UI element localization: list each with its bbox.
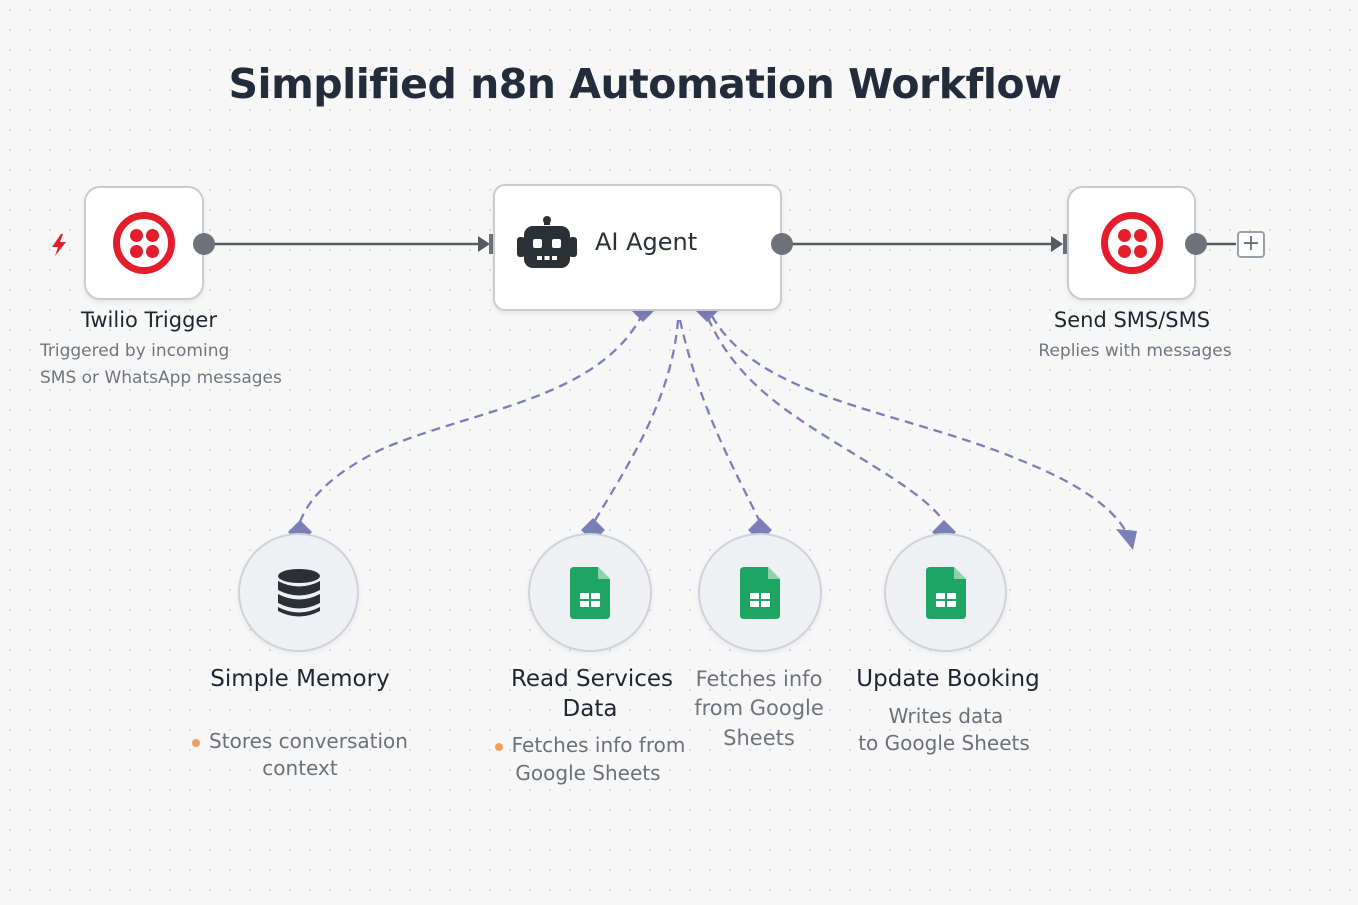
database-icon: [277, 568, 320, 616]
trigger-node-desc-line2: SMS or WhatsApp messages: [40, 368, 282, 388]
google-sheets-icon: [570, 566, 610, 619]
twilio-icon: [1100, 212, 1163, 274]
trigger-lightning-icon: [50, 233, 68, 257]
trigger-output-handle[interactable]: [193, 233, 215, 255]
fetch-desc-line1: Fetches info: [695, 667, 823, 691]
google-sheets-icon: [740, 566, 780, 619]
send-output-handle[interactable]: [1185, 233, 1207, 255]
fetch-sheets-node[interactable]: [698, 533, 822, 652]
update-booking-desc-line1: Writes data: [888, 704, 1004, 728]
bullet-dot: [192, 738, 201, 747]
ai-agent-node[interactable]: AI Agent: [493, 184, 782, 311]
read-services-desc-text: Fetches info from: [511, 733, 686, 757]
connection-agent-to-update-booking: [706, 317, 945, 523]
simple-memory-name: Simple Memory: [210, 666, 390, 692]
send-node-desc: Replies with messages: [1038, 341, 1232, 361]
simple-memory-node[interactable]: [238, 533, 359, 652]
twilio-icon: [113, 212, 175, 274]
arrowhead-extra-connection: [1116, 529, 1137, 550]
fetch-desc-line2: from Google: [694, 696, 824, 720]
connection-agent-to-extra: [711, 315, 1126, 531]
connection-agent-to-memory: [298, 312, 645, 523]
trigger-node-desc-line1: Triggered by incoming: [40, 341, 230, 361]
google-sheets-icon: [925, 566, 966, 619]
arrowhead-agent-input: [478, 236, 490, 252]
read-services-desc-line2: Google Sheets: [515, 761, 661, 785]
robot-icon: [515, 216, 579, 272]
send-node-name: Send SMS/SMS: [1053, 308, 1211, 332]
connection-agent-to-fetch: [678, 319, 762, 523]
read-services-desc-line1: Fetches info from: [470, 731, 710, 759]
update-booking-desc-line2: to Google Sheets: [858, 731, 1030, 755]
twilio-trigger-node[interactable]: [84, 186, 204, 300]
read-services-name-line2: Data: [562, 696, 618, 722]
fetch-desc-line3: Sheets: [723, 726, 795, 750]
trigger-node-name: Twilio Trigger: [81, 308, 217, 332]
page-title: Simplified n8n Automation Workflow: [228, 60, 1062, 108]
connection-agent-to-read-services: [593, 319, 680, 523]
add-node-button[interactable]: +: [1237, 231, 1265, 258]
simple-memory-desc-line1: Stores conversation: [170, 727, 430, 755]
connector-diamonds: [288, 298, 956, 544]
update-booking-name: Update Booking: [856, 666, 1040, 692]
agent-output-handle[interactable]: [771, 233, 793, 255]
tool-connections: [298, 312, 1126, 531]
arrowhead-send-input: [1051, 236, 1063, 252]
read-services-name-line1: Read Services: [510, 666, 674, 692]
send-sms-node[interactable]: [1067, 186, 1196, 300]
read-services-node[interactable]: [528, 533, 652, 652]
bullet-dot: [494, 742, 503, 751]
update-booking-node[interactable]: [884, 533, 1007, 652]
simple-memory-desc-text: Stores conversation: [209, 729, 408, 753]
simple-memory-desc-line2: context: [262, 756, 338, 780]
ai-agent-node-name: AI Agent: [595, 228, 698, 256]
